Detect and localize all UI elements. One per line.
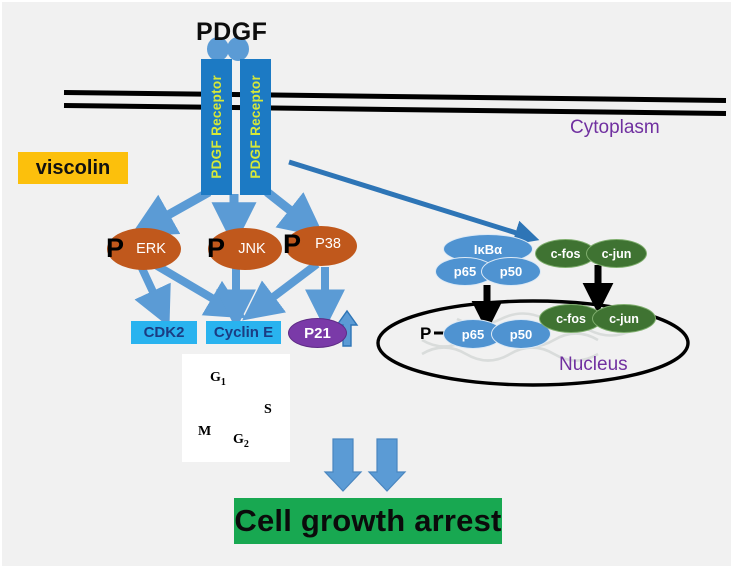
kinase-erk-label: ERK <box>136 241 166 257</box>
kinase-p38-label: P38 <box>315 235 341 252</box>
cell-cycle-phase-s: S <box>264 402 272 417</box>
ap1-cjun-cytoplasm-label: c-jun <box>601 246 632 261</box>
kinase-jnk-label: JNK <box>238 241 266 257</box>
viscolin-label: viscolin <box>35 156 111 179</box>
target-cdk2-label: CDK2 <box>143 324 185 341</box>
kinase-to-target-arrows <box>134 260 345 330</box>
viscolin-box[interactable]: viscolin <box>18 152 128 184</box>
pdgf-receptor-right-label: PDGF Receptor <box>248 75 263 179</box>
ap1-cjun-cytoplasm[interactable]: c-jun <box>586 239 647 268</box>
plasma-membrane <box>63 90 727 116</box>
ap1-cfos-cytoplasm-label: c-fos <box>550 246 581 261</box>
pdgf-receptor-left[interactable]: PDGF Receptor <box>201 59 232 195</box>
nfkb-p50-cytoplasm[interactable]: p50 <box>481 257 541 286</box>
nfkb-ikba-label: IκBα <box>473 241 503 257</box>
arrow-receptor-to-nfkb <box>288 159 540 245</box>
cell-cycle-phase-g1: G1 <box>210 370 226 388</box>
phospho-mark-jnk: P <box>207 233 226 263</box>
pdgf-receptor-right[interactable]: PDGF Receptor <box>240 59 271 195</box>
outcome-arrows <box>323 438 407 492</box>
translocation-arrows <box>471 265 614 332</box>
kinase-p38[interactable]: P38 <box>285 226 357 266</box>
kinase-erk[interactable]: ERK <box>107 228 181 270</box>
target-cyclin-e-label: Cyclin E <box>213 324 274 341</box>
cell-cycle-phase-m: M <box>198 424 212 439</box>
arrow-receptor-to-erk <box>130 188 212 237</box>
nfkb-p50-nucleus-label: p50 <box>509 326 533 342</box>
phospho-mark-p65-nucleus: P <box>420 324 432 343</box>
arrow-erk-to-cdk2 <box>134 262 171 328</box>
target-p21[interactable]: P21 <box>288 318 347 348</box>
kinase-jnk[interactable]: JNK <box>208 228 282 270</box>
nfkb-p65-cytoplasm-label: p65 <box>453 264 477 279</box>
phospho-mark-erk: P <box>106 233 125 263</box>
ap1-cjun-nucleus-label: c-jun <box>609 311 639 326</box>
nfkb-p65-nucleus-label: p65 <box>461 326 485 342</box>
pdgf-ligand <box>207 37 249 61</box>
nfkb-p50-cytoplasm-label: p50 <box>499 264 523 279</box>
arrow-to-outcome-right <box>367 438 407 492</box>
ap1-cfos-nucleus-label: c-fos <box>556 311 586 326</box>
arrow-erk-to-cyclin-e <box>151 260 247 319</box>
target-cdk2[interactable]: CDK2 <box>131 321 197 344</box>
arrow-receptor-to-p38 <box>264 188 325 238</box>
cell-cycle-panel <box>182 354 290 462</box>
arrow-p38-to-cyclin-e <box>242 260 320 321</box>
ap1-cjun-nucleus[interactable]: c-jun <box>592 304 656 333</box>
arrow-to-outcome-left <box>323 438 363 492</box>
target-p21-label: P21 <box>304 324 331 342</box>
nucleus-outline <box>376 299 690 387</box>
outcome-label: Cell growth arrest <box>234 503 502 538</box>
target-cyclin-e[interactable]: Cyclin E <box>206 321 281 344</box>
receptor-to-kinase-arrows <box>130 188 325 248</box>
cell-cycle-phase-g2: G2 <box>233 432 249 450</box>
outcome-box[interactable]: Cell growth arrest <box>234 498 502 544</box>
pdgf-receptor-left-label: PDGF Receptor <box>209 75 224 179</box>
phospho-mark-p38: P <box>283 229 302 259</box>
